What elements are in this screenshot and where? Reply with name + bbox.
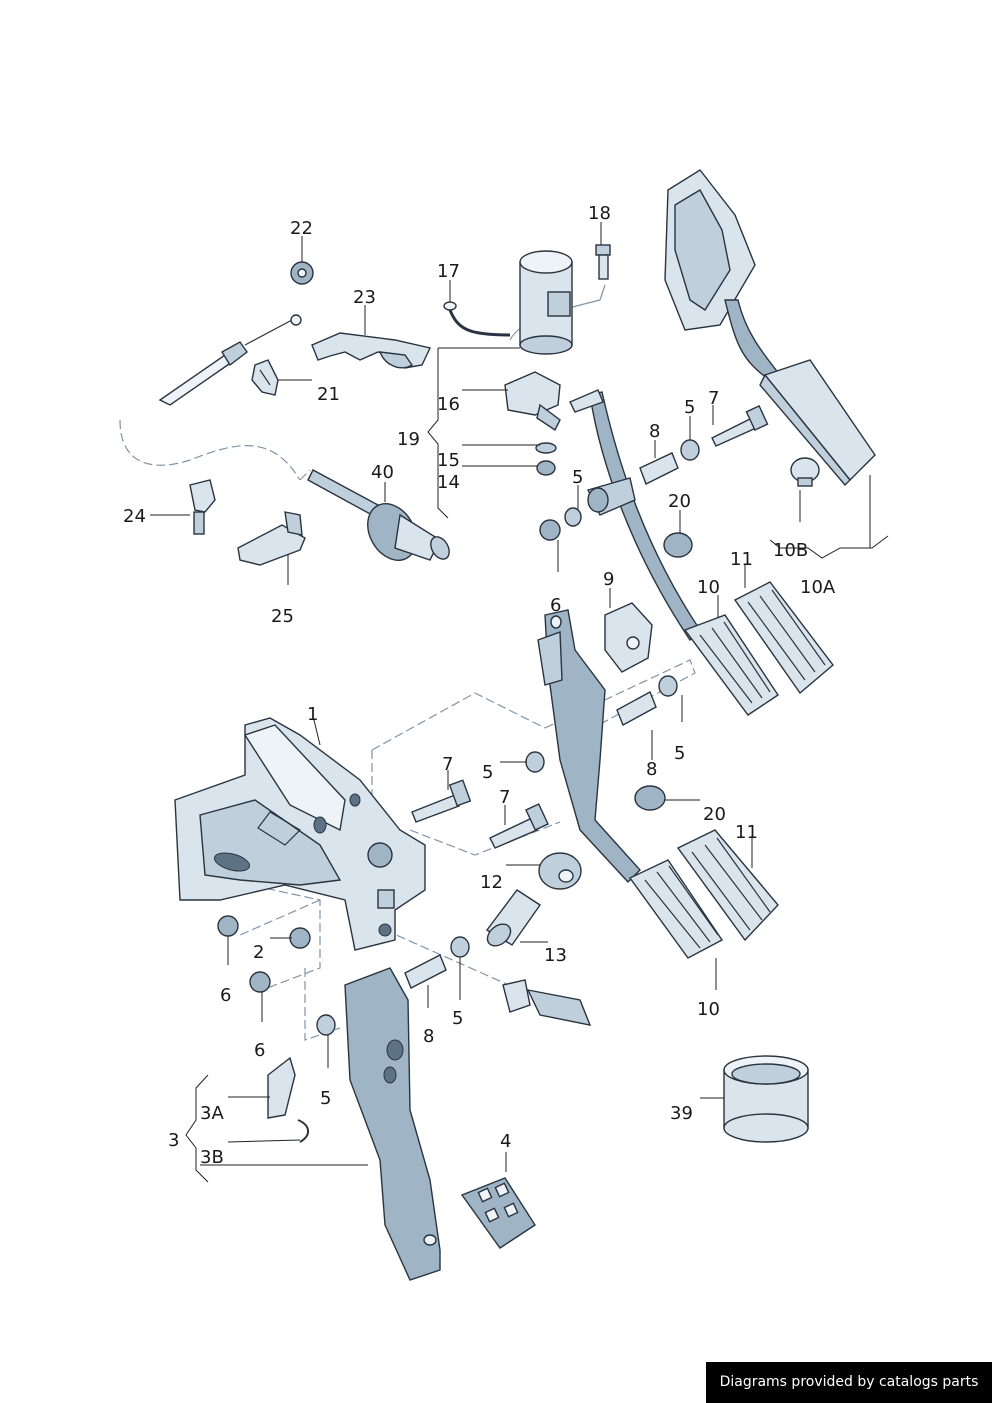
part-13-spring-boot (485, 889, 541, 947)
callout-10-a: 10 (697, 577, 720, 598)
callout-20-b: 20 (703, 804, 726, 825)
part-pedal-arm-upper (569, 389, 701, 642)
part-5-nut-left (525, 751, 545, 773)
callout-40: 40 (371, 462, 394, 483)
part-5-nut-upper (680, 439, 700, 461)
part-switch-lower (502, 979, 592, 1026)
part-11-pad-lower (676, 829, 779, 942)
part-5-nut-lower-center (450, 936, 470, 958)
callout-19: 19 (397, 429, 420, 450)
part-11-pad-upper (733, 581, 834, 695)
callout-14: 14 (437, 472, 460, 493)
part-3A-clip (267, 1056, 296, 1119)
credit-banner: Diagrams provided by catalogs parts (706, 1362, 992, 1403)
callout-22: 22 (290, 218, 313, 239)
callout-6-b: 6 (220, 985, 231, 1006)
callout-5-d: 5 (674, 743, 685, 764)
part-6-nut-upper (539, 519, 561, 541)
part-40-cable-cylinder (158, 314, 450, 561)
callout-8-b: 8 (646, 759, 657, 780)
part-10-pad-upper (683, 614, 779, 716)
callout-12: 12 (480, 872, 503, 893)
callout-16: 16 (437, 394, 460, 415)
callout-21: 21 (317, 384, 340, 405)
callout-39: 39 (670, 1103, 693, 1124)
callout-3A: 3A (200, 1103, 224, 1124)
callout-20-a: 20 (668, 491, 691, 512)
callout-8-c: 8 (423, 1026, 434, 1047)
callout-4: 4 (500, 1131, 511, 1152)
part-21-spring-clip (251, 359, 279, 396)
callout-5-a: 5 (572, 467, 583, 488)
callout-labels: 22 23 21 17 18 16 19 15 14 40 24 25 5 8 … (123, 203, 836, 1168)
callout-8-a: 8 (649, 421, 660, 442)
callout-6-c: 6 (254, 1040, 265, 1061)
part-10-pad-lower (628, 859, 724, 959)
part-39-sleeve (723, 1055, 809, 1143)
part-7-bolt-a (411, 779, 472, 823)
callout-3: 3 (168, 1130, 179, 1151)
part-8-bushing-right (616, 691, 657, 726)
callout-17: 17 (437, 261, 460, 282)
part-clutch-pedal-arm (344, 967, 441, 1281)
callout-15: 15 (437, 450, 460, 471)
callout-9: 9 (603, 569, 614, 590)
part-20-stop-mid (663, 532, 693, 558)
part-12-bump-stop (538, 852, 582, 890)
callout-3B: 3B (200, 1147, 224, 1168)
part-1-pedal-bracket (174, 717, 426, 951)
callout-24: 24 (123, 506, 146, 527)
callout-7-a: 7 (708, 388, 719, 409)
leader-lines (150, 222, 889, 1183)
callout-11-a: 11 (730, 549, 753, 570)
callout-5-e: 5 (452, 1008, 463, 1029)
callout-7-b: 7 (442, 754, 453, 775)
part-16-switch (504, 371, 561, 432)
part-3B-clip (297, 1119, 309, 1143)
callout-25: 25 (271, 606, 294, 627)
part-brake-pedal-arm (537, 609, 641, 884)
callout-23: 23 (353, 287, 376, 308)
part-7-bolt-upper (711, 405, 769, 447)
assembly-guides (119, 284, 696, 1041)
part-20-stop-lower (634, 785, 666, 811)
part-5-nut-mid (564, 507, 582, 527)
part-6-nut-lower (249, 971, 271, 993)
part-14-nut (536, 460, 556, 476)
part-6-nut-left (217, 915, 239, 937)
callout-11-b: 11 (735, 822, 758, 843)
callout-7-c: 7 (499, 787, 510, 808)
callout-6-a: 6 (550, 595, 561, 616)
callout-10B: 10B (773, 540, 808, 561)
part-22-washer (290, 261, 314, 285)
part-10A-accelerator-pedal (664, 169, 876, 487)
part-7-bolt-b (489, 803, 549, 849)
part-4-pedal-pad (460, 1177, 536, 1249)
callout-5-f: 5 (320, 1088, 331, 1109)
callout-5-c: 5 (482, 762, 493, 783)
part-15-washer (535, 442, 557, 454)
part-18-bolt (595, 244, 611, 280)
part-2-nut (289, 927, 311, 949)
callout-13: 13 (544, 945, 567, 966)
part-8-bushing-upper (639, 452, 679, 485)
callout-5-b: 5 (684, 397, 695, 418)
part-17-pipe (443, 301, 511, 337)
part-5-nut-lower-left (316, 1014, 336, 1036)
part-5-nut-right (658, 675, 678, 697)
part-reservoir (519, 250, 573, 355)
part-20-stop-upper (790, 457, 820, 487)
callout-2: 2 (253, 942, 264, 963)
callout-1: 1 (307, 704, 318, 725)
callout-10A: 10A (800, 577, 836, 598)
callout-10-b: 10 (697, 999, 720, 1020)
part-24-sensor-clip (189, 479, 216, 535)
part-23-clip (311, 332, 432, 369)
part-25-bracket (237, 511, 306, 566)
callout-18: 18 (588, 203, 611, 224)
part-8-bushing-lower (404, 954, 447, 989)
part-9-switch (604, 602, 653, 673)
